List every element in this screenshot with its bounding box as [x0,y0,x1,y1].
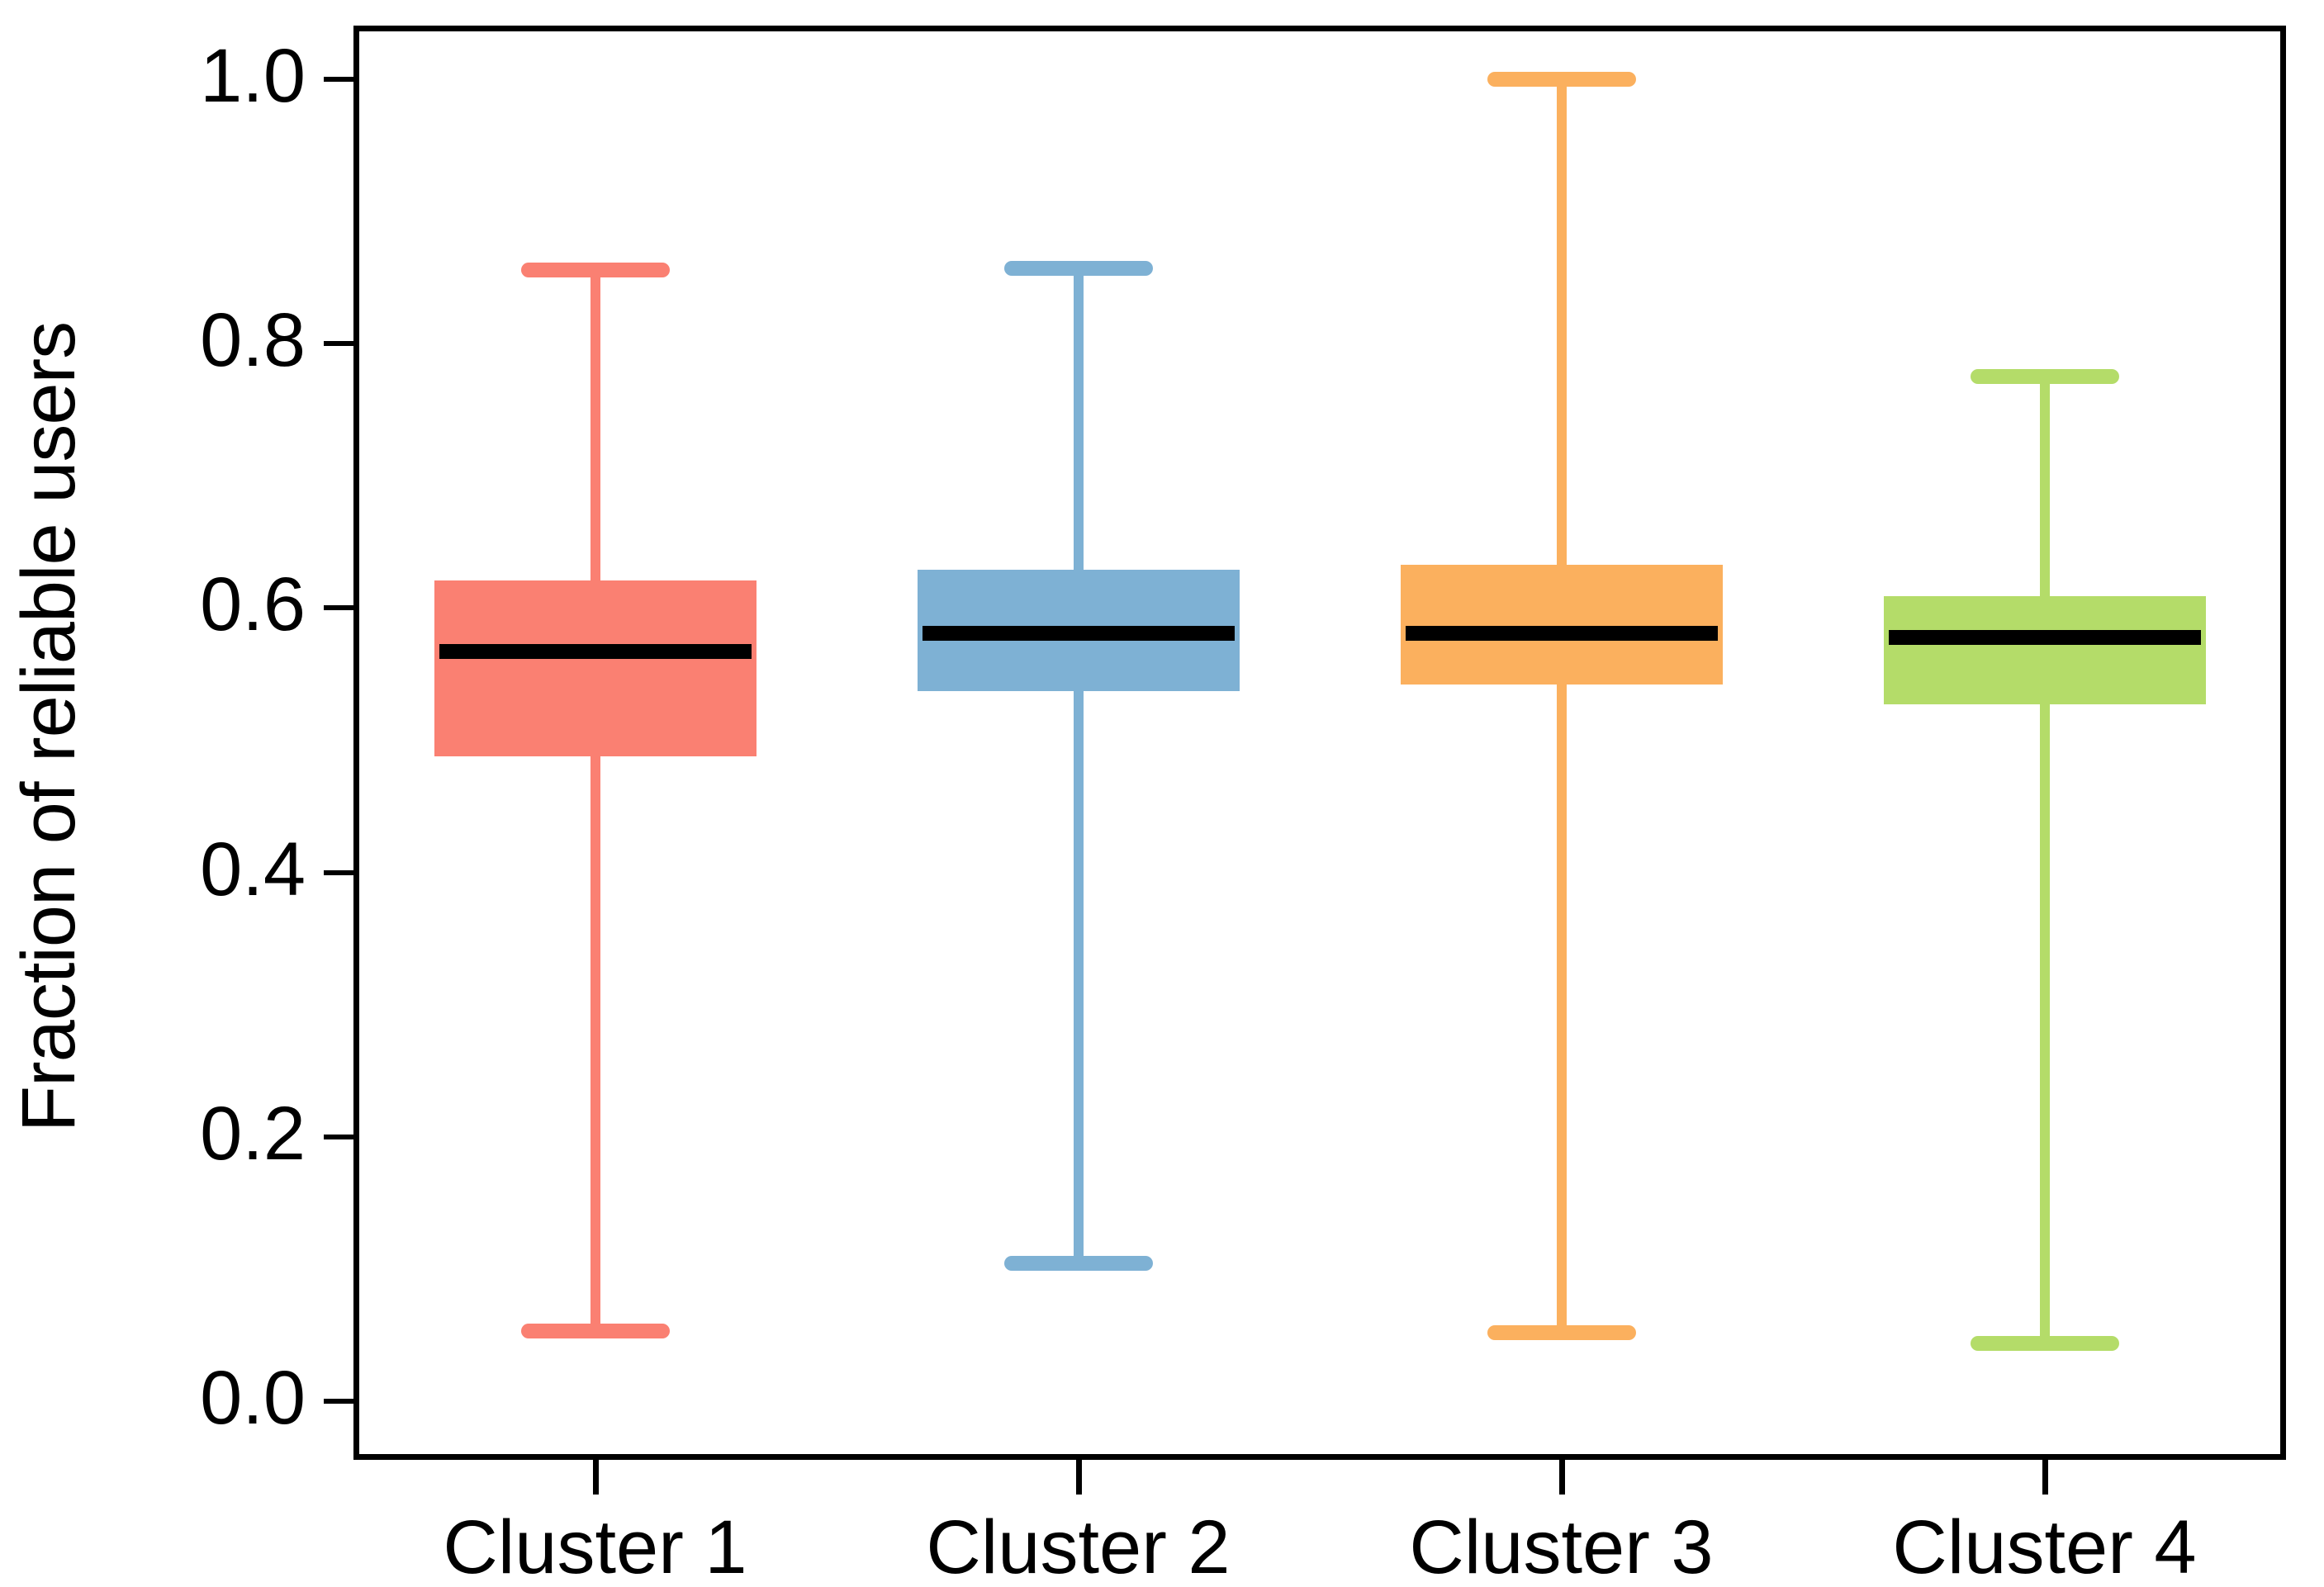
x-tick-label-4: Cluster 4 [1892,1505,2197,1587]
box-iqr-4[interactable] [1883,595,2206,705]
y-tick-mark-4 [324,341,353,347]
x-tick-mark-1 [592,1460,599,1495]
y-tick-label-4: 0.8 [200,298,306,383]
plot-area [353,26,2286,1460]
y-tick-label-2: 0.4 [200,827,306,912]
whisker-upper-4 [2039,377,2050,596]
median-line-3 [1405,625,1718,641]
whisker-lower-2 [1073,691,1084,1264]
y-tick-mark-5 [324,77,353,82]
whisker-lower-1 [590,756,600,1332]
y-tick-label-5: 1.0 [200,34,306,118]
y-tick-mark-3 [324,605,353,611]
x-tick-mark-2 [1075,1460,1082,1495]
box-iqr-3[interactable] [1400,564,1723,685]
whisker-lower-3 [1556,685,1567,1333]
whisker-cap-upper-1 [520,262,670,277]
y-axis-title: Fraction of reliable users [7,321,92,1132]
x-tick-label-1: Cluster 1 [443,1505,747,1587]
whisker-cap-upper-2 [1003,260,1153,276]
whisker-upper-3 [1556,79,1567,565]
boxplot-4[interactable] [353,26,2286,1460]
whisker-cap-lower-3 [1487,1324,1636,1340]
median-line-4 [1888,629,2201,645]
boxplot-3[interactable] [353,26,2286,1460]
y-tick-mark-2 [324,869,353,875]
whisker-cap-upper-4 [1970,369,2119,385]
whisker-cap-lower-2 [1003,1256,1153,1272]
x-tick-mark-4 [2042,1460,2048,1495]
whisker-cap-lower-4 [1970,1335,2119,1351]
boxplot-2[interactable] [353,26,2286,1460]
y-tick-mark-0 [324,1399,353,1404]
x-tick-label-2: Cluster 2 [926,1505,1231,1587]
whisker-cap-lower-1 [520,1324,670,1339]
x-tick-label-3: Cluster 3 [1409,1505,1714,1587]
x-tick-mark-3 [1558,1460,1565,1495]
median-line-2 [922,625,1235,641]
whisker-cap-upper-3 [1487,72,1636,87]
boxplot-1[interactable] [353,26,2286,1460]
y-tick-label-3: 0.6 [200,562,306,647]
y-tick-label-1: 0.2 [200,1091,306,1176]
y-axis-title-container: Fraction of reliable users [0,0,99,1453]
whisker-upper-2 [1073,268,1084,570]
box-iqr-1[interactable] [434,580,756,756]
whisker-upper-1 [590,269,600,580]
median-line-1 [439,644,752,660]
y-tick-mark-1 [324,1134,353,1139]
y-tick-label-0: 0.0 [200,1356,306,1440]
whisker-lower-4 [2039,704,2050,1343]
